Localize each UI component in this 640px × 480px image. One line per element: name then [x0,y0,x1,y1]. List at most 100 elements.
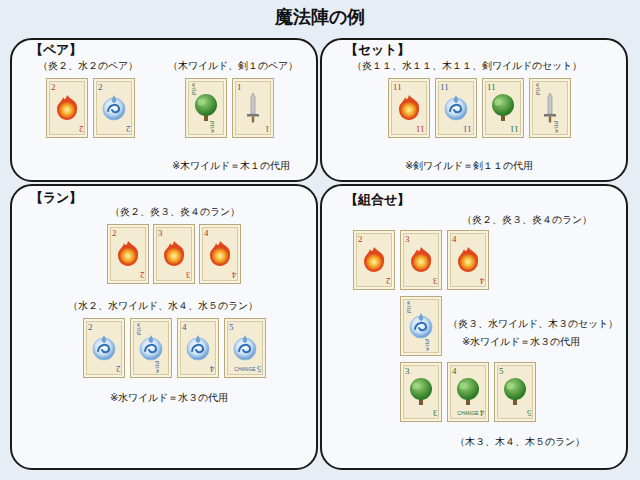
magic-card: 44 [177,318,219,378]
fire-icon [159,238,189,270]
card-value: 11 [393,83,402,92]
magic-card: 22 [353,230,395,290]
card-value: 2 [140,270,145,279]
panel-caption: （炎１１、水１１、木１１、剣ワイルドのセット） [352,60,582,72]
canopy [457,378,479,400]
water-swirl [145,345,156,352]
card-value: 2 [112,229,117,238]
flame [399,95,419,120]
magic-card: 33 [153,224,195,284]
panel-caption: ※水ワイルド＝水３の代用 [110,392,228,404]
panel-caption: ※水ワイルド＝水３の代用 [462,336,580,348]
magic-card: wildwild [185,78,227,138]
fire-core [166,248,182,264]
magic-card: 22 [83,318,125,378]
magic-card: 5CHANGE5 [224,318,266,378]
blade [548,93,552,114]
panel-heading: 【組合せ】 [345,192,410,208]
magic-card: 11 [232,78,274,138]
water-icon [89,332,119,364]
card-value: 1 [237,83,242,92]
panel-caption: （炎２、炎３、炎４のラン） [110,206,240,218]
example-panel: 【組合せ】（炎２、炎３、炎４のラン）（炎３、水ワイルド、木３のセット）※水ワイル… [320,184,628,470]
card-value: 2 [116,364,121,373]
example-panel: 【セット】 （炎１１、水１１、木１１、剣ワイルドのセット） ※剣ワイルド＝剣１１の代… [320,38,628,182]
wild-mark: wild [534,83,541,95]
card-value: 5 [527,408,532,417]
wood-icon [191,92,221,124]
diagram-title: 魔法陣の例 [0,5,640,29]
card-value: 11 [510,124,519,133]
water-drop [196,335,201,343]
canopy [492,94,514,116]
panel-caption: （木３、木４、木５のラン） [455,436,585,448]
wild-mark: wild [553,121,560,133]
fire-core [460,254,476,270]
flame [458,247,478,272]
water-drop [454,95,459,103]
card-value: 2 [88,323,93,332]
fire-icon [359,244,389,276]
card-value: 2 [358,235,363,244]
leaf-light [507,383,514,390]
card-value: 5 [229,323,234,332]
panel-caption: （炎２、水２のペア） [38,60,138,72]
water-icon [136,332,166,364]
leaf-light [495,99,502,106]
card-value: 3 [158,229,163,238]
card-value: 11 [487,83,496,92]
card-value: 4 [182,323,187,332]
flame [411,247,431,272]
wild-mark: wild [190,83,197,95]
card-value: 3 [405,367,410,376]
card-value: 3 [433,276,438,285]
magic-card: 22 [46,78,88,138]
card-value: 3 [433,408,438,417]
example-panel: 【ペア】（炎２、水２のペア）（木ワイルド、剣１のペア）※木ワイルド＝木１の代用2… [10,38,318,182]
card-value: 11 [440,83,449,92]
water-swirl [98,345,109,352]
wood-icon [453,376,483,408]
magic-card: 33 [400,362,442,422]
water-drop [102,335,107,343]
canopy [410,378,432,400]
water-drop [112,95,117,103]
card-value: 2 [79,124,84,133]
guard [544,114,556,117]
fire-icon [52,92,82,124]
fire-icon [113,238,143,270]
water-drop [243,335,248,343]
card-value: 4 [232,270,237,279]
panel-heading: 【セット】 [345,42,410,58]
canopy [504,378,526,400]
example-panel: 【ラン】（炎２、炎３、炎４のラン）（水２、水ワイルド、水４、水５のラン）※水ワイ… [10,184,318,470]
sword-icon [535,92,565,124]
water-icon [183,332,213,364]
card-value: 2 [98,83,103,92]
card-value: 5 [257,364,262,373]
card-value: 4 [452,367,457,376]
magic-card: 4CHANGE4 [447,362,489,422]
water-swirl [192,345,203,352]
card-value: 4 [452,235,457,244]
panel-heading: 【ラン】 [30,190,82,206]
water-swirl [415,323,426,330]
magic-card: 11 11 [482,78,524,138]
wood-icon [488,92,518,124]
card-value: 3 [186,270,191,279]
panel-caption: ※木ワイルド＝木１の代用 [172,160,290,172]
flame [118,241,138,266]
card-value: 4 [480,276,485,285]
fire-icon [394,92,424,124]
canopy [195,94,217,116]
fire-icon [406,244,436,276]
fire-core [212,248,228,264]
wild-mark: wild [424,339,431,351]
water-icon [406,310,436,342]
grip [549,117,551,123]
card-value: 11 [463,124,472,133]
panel-caption: ※剣ワイルド＝剣１１の代用 [405,160,533,172]
water-drop [149,335,154,343]
magic-card: 11 11 [435,78,477,138]
